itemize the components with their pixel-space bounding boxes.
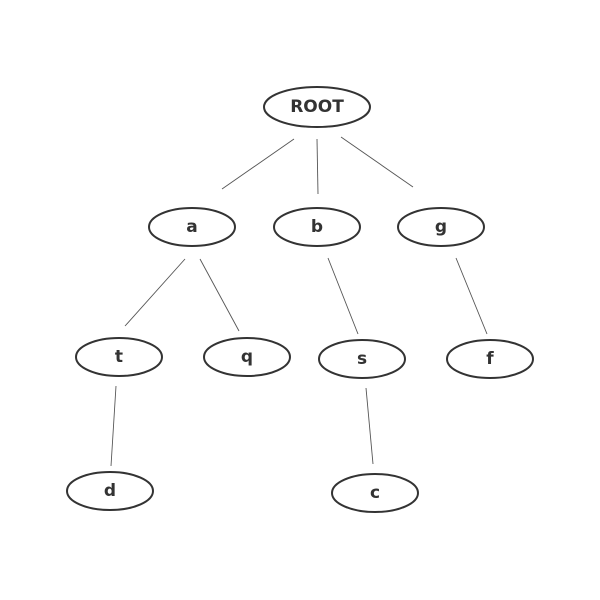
node-label-f: f <box>486 349 494 369</box>
tree-node-root: ROOT <box>263 86 371 128</box>
edge-t-d <box>110 385 117 467</box>
edge-root-a <box>221 138 295 190</box>
node-label-b: b <box>311 217 323 237</box>
tree-node-t: t <box>75 337 163 377</box>
edge-root-b <box>316 138 319 195</box>
tree-node-d: d <box>66 471 154 511</box>
node-label-c: c <box>370 483 380 503</box>
node-ellipse-b <box>273 207 361 247</box>
node-ellipse-root <box>263 86 371 128</box>
edge-a-q <box>199 258 240 332</box>
node-ellipse-c <box>331 473 419 513</box>
edge-root-g <box>340 136 414 188</box>
tree-node-b: b <box>273 207 361 247</box>
node-label-a: a <box>186 217 197 237</box>
node-ellipse-a <box>148 207 236 247</box>
node-label-q: q <box>241 347 253 367</box>
tree-node-c: c <box>331 473 419 513</box>
edge-b-s <box>327 257 359 335</box>
tree-node-g: g <box>397 207 485 247</box>
node-label-d: d <box>104 481 116 501</box>
node-label-t: t <box>115 347 123 367</box>
edge-g-f <box>455 257 488 335</box>
tree-node-q: q <box>203 337 291 377</box>
edge-a-t <box>124 258 186 327</box>
node-label-g: g <box>435 217 447 237</box>
node-ellipse-s <box>318 339 406 379</box>
node-ellipse-t <box>75 337 163 377</box>
edges-layer <box>110 136 488 467</box>
tree-node-a: a <box>148 207 236 247</box>
nodes-layer: ROOT a b g t q s f d c <box>66 86 534 513</box>
node-label-root: ROOT <box>290 97 344 117</box>
edge-s-c <box>365 387 374 465</box>
node-ellipse-f <box>446 339 534 379</box>
node-label-s: s <box>357 349 367 369</box>
node-ellipse-g <box>397 207 485 247</box>
tree-node-s: s <box>318 339 406 379</box>
node-ellipse-q <box>203 337 291 377</box>
tree-node-f: f <box>446 339 534 379</box>
node-ellipse-d <box>66 471 154 511</box>
